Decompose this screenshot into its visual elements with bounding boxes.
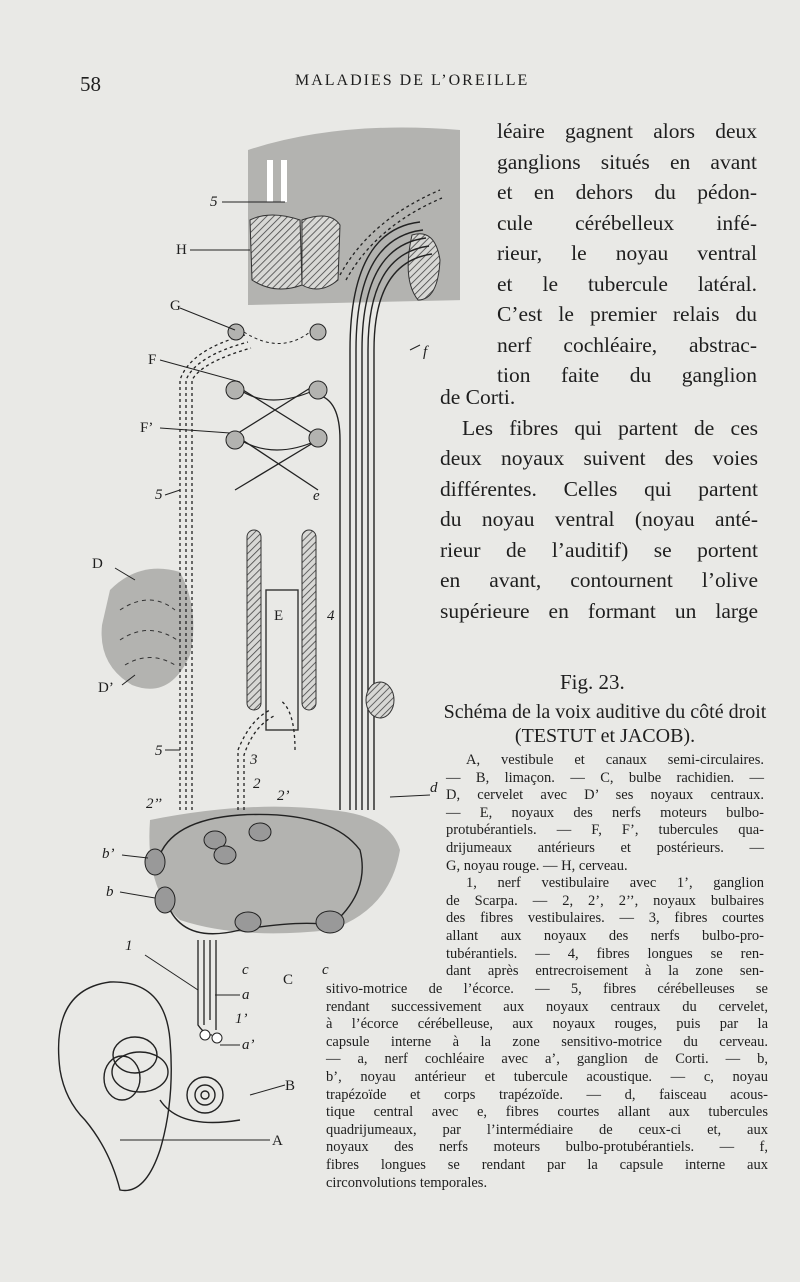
legend-line: sitivo-motrice de l’écorce. — 5, fibres … xyxy=(326,981,768,997)
svg-text:F: F xyxy=(148,352,156,368)
legend-line: protubérantiels. — F, F’, tubercules qua… xyxy=(446,822,764,839)
legend-line: A, vestibule et canaux semi-circulaires. xyxy=(466,752,764,768)
legend-line: des fibres vestibulaires. — 3, fibres co… xyxy=(446,910,764,927)
legend-line: G, noyau rouge. — H, cerveau. xyxy=(446,857,628,874)
legend-line: drijumeaux antérieurs et postérieurs. — xyxy=(446,839,764,856)
svg-text:b: b xyxy=(106,884,114,900)
quadrigeminal-tubercles xyxy=(225,323,328,491)
text-line: léaire gagnent alors deux xyxy=(497,119,757,143)
page-number: 58 xyxy=(80,72,101,96)
svg-text:1’: 1’ xyxy=(235,1011,248,1027)
label-leader-lines xyxy=(114,201,431,1141)
svg-text:c: c xyxy=(322,962,329,978)
cerebrum-block xyxy=(248,127,460,305)
central-acoustic-bundle xyxy=(317,221,433,810)
svg-text:3: 3 xyxy=(249,752,258,768)
legend-line: rendant successivement aux noyaux centra… xyxy=(326,998,768,1015)
svg-text:B: B xyxy=(285,1078,295,1094)
legend-line: fibres longues se rendant par la capsule… xyxy=(326,1156,768,1173)
svg-text:E: E xyxy=(274,608,283,624)
text-line: supérieure en formant un large xyxy=(440,598,758,623)
svg-text:2’’: 2’’ xyxy=(146,796,162,812)
text-line: cule cérébelleux infé- xyxy=(497,210,757,235)
svg-text:e: e xyxy=(313,488,320,504)
legend-line: noyaux des nerfs moteurs bulbo-protubéra… xyxy=(326,1139,768,1156)
text-line: et en dehors du pédon- xyxy=(497,180,757,204)
svg-text:F’: F’ xyxy=(140,420,153,436)
legend-line: de Scarpa. — 2, 2’, 2’’, noyaux bulbaire… xyxy=(446,892,764,909)
running-title: MALADIES DE L’OREILLE xyxy=(295,72,530,89)
text-line: C’est le premier relais du xyxy=(497,302,757,326)
body-text-right-column: léaire gagnent alors deux ganglions situ… xyxy=(497,116,757,391)
svg-text:5: 5 xyxy=(155,487,163,503)
svg-text:H: H xyxy=(176,242,187,258)
auditory-pathway-figure: 5 H G F F’ 5 D D’ 5 2’’ b’ b 1 A B a a’ … xyxy=(57,127,460,1192)
svg-text:5: 5 xyxy=(210,194,218,210)
svg-text:1: 1 xyxy=(125,938,133,954)
legend-line: b’, noyau antérieur et tubercule acousti… xyxy=(326,1068,768,1085)
text-line: deux noyaux suivent des voies xyxy=(440,446,758,470)
text-line: Les fibres qui partent de ces xyxy=(462,415,758,440)
legend-line: — a, nerf cochléaire avec a’, ganglion d… xyxy=(326,1051,768,1068)
figure-number: Fig. 23. xyxy=(560,670,625,694)
svg-text:4: 4 xyxy=(327,608,335,624)
svg-text:a’: a’ xyxy=(242,1037,255,1053)
svg-text:f: f xyxy=(423,344,429,360)
cerebellum xyxy=(101,568,194,689)
legend-line: allant aux noyaux des nerfs bulbo-pro- xyxy=(446,927,764,944)
legend-line: D, cervelet avec D’ ses noyaux centraux. xyxy=(446,787,764,804)
text-line: différentes. Celles qui partent xyxy=(440,476,758,501)
svg-text:2’: 2’ xyxy=(277,788,290,804)
legend-line: tique central avec e, fibres courtes all… xyxy=(326,1104,768,1121)
figure-legend-wide: sitivo-motrice de l’écorce. — 5, fibres … xyxy=(326,981,768,1192)
svg-text:d: d xyxy=(430,780,438,796)
text-line: rieur de l’auditif) se portent xyxy=(440,537,758,562)
figure-legend-narrow: A, vestibule et canaux semi-circulaires.… xyxy=(446,752,764,981)
inner-ear xyxy=(57,981,241,1192)
text-line: tion faite du ganglion xyxy=(497,363,757,387)
legend-line: 1, nerf vestibulaire avec 1’, ganglion xyxy=(466,875,764,892)
figure-labels: 5 H G F F’ 5 D D’ 5 2’’ b’ b 1 A B a a’ … xyxy=(92,194,438,1149)
text-line: du noyau ventral (noyau anté- xyxy=(440,507,758,531)
svg-text:C: C xyxy=(283,972,293,988)
bulbar-nuclei xyxy=(144,813,363,935)
legend-line: capsule interne à la zone sensitivo-motr… xyxy=(326,1033,768,1050)
text-line: de Corti. xyxy=(440,385,516,409)
svg-text:a: a xyxy=(242,987,250,1003)
text-line: rieur, le noyau ventral xyxy=(497,241,757,265)
legend-line: quadrijumeaux, par l’intermédiaire de ce… xyxy=(326,1121,768,1138)
legend-line: — E, noyaux des nerfs moteurs bulbo- xyxy=(446,804,764,821)
svg-text:b’: b’ xyxy=(102,846,115,862)
text-line: en avant, contournent l’olive xyxy=(440,568,758,592)
cochlear-vestibular-nerves xyxy=(197,940,217,1036)
text-line: et le tubercule latéral. xyxy=(497,271,757,296)
legend-line: — B, limaçon. — C, bulbe rachidien. — xyxy=(446,769,764,786)
legend-line: circonvolutions temporales. xyxy=(326,1174,488,1191)
svg-text:A: A xyxy=(272,1133,283,1149)
legend-line: trapézoïde et corps trapézoïde. — d, fai… xyxy=(326,1086,768,1103)
body-text-middle: de Corti. Les fibres qui partent de ces … xyxy=(440,382,758,626)
figure-caption-title: Schéma de la voix auditive du côté droit… xyxy=(443,701,767,747)
svg-text:D: D xyxy=(92,556,103,572)
svg-text:2: 2 xyxy=(253,776,261,792)
text-line: nerf cochléaire, abstrac- xyxy=(497,332,757,357)
legend-line: tubérantiels. — 4, fibres longues se ren… xyxy=(446,945,764,962)
svg-text:5: 5 xyxy=(155,743,163,759)
svg-text:D’: D’ xyxy=(98,680,114,696)
legend-line: dant après entrecroisement à la zone sen… xyxy=(446,963,764,980)
legend-line: à l’écorce cérébelleuse, aux noyaux roug… xyxy=(326,1016,768,1033)
svg-text:c: c xyxy=(242,962,249,978)
motor-nuclei-e xyxy=(246,529,317,731)
svg-text:G: G xyxy=(170,298,181,314)
text-line: ganglions situés en avant xyxy=(497,149,757,174)
